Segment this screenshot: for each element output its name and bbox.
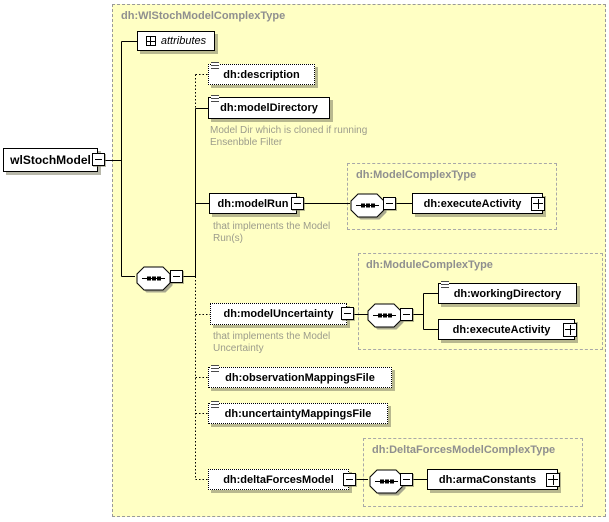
module-complex-type-title: dh:ModuleComplexType [366, 259, 493, 271]
element-label: wlStochModel [10, 153, 91, 167]
expand-plus-icon[interactable] [531, 196, 545, 211]
element-label: dh:workingDirectory [453, 287, 562, 300]
complex-type-title: dh:WlStochModelComplexType [121, 10, 286, 22]
text-content-icon [211, 62, 219, 70]
element-label: dh:modelDirectory [220, 102, 318, 114]
element-description[interactable]: dh:description [208, 62, 315, 85]
expand-plus-icon[interactable] [563, 322, 577, 337]
element-label: dh:executeActivity [423, 197, 522, 210]
element-label: dh:armaConstants [438, 473, 537, 486]
model-uncertainty-annotation: that implements the Model Uncertainty [213, 331, 331, 354]
text-content-icon [211, 401, 219, 409]
element-model-run[interactable]: dh:modelRun [209, 193, 304, 214]
element-label: dh:executeActivity [452, 323, 551, 336]
delta-forces-complex-type-panel [363, 438, 583, 507]
sequence-icon[interactable] [347, 190, 395, 220]
delta-forces-complex-type-title: dh:DeltaForcesModelComplexType [372, 444, 556, 456]
collapse-minus-icon[interactable] [343, 472, 356, 486]
element-model-uncertainty[interactable]: dh:modelUncertainty [210, 303, 354, 325]
collapse-minus-icon[interactable] [291, 196, 304, 210]
sequence-icon[interactable] [133, 263, 181, 293]
module-complex-type-panel [358, 253, 603, 350]
collapse-minus-icon[interactable] [92, 153, 105, 166]
sequence-collapse-minus-icon[interactable] [400, 473, 413, 486]
text-content-icon [441, 281, 449, 289]
element-wlstochmodel[interactable]: wlStochModel [3, 148, 105, 172]
element-working-directory[interactable]: dh:workingDirectory [438, 281, 577, 304]
element-label: dh:modelRun [217, 197, 289, 210]
text-content-icon [211, 95, 219, 103]
attributes-grid-icon [145, 36, 156, 46]
element-delta-forces-model[interactable]: dh:deltaForcesModel [208, 469, 356, 490]
element-uncertainty-mappings-file[interactable]: dh:uncertaintyMappingsFile [208, 401, 388, 424]
expand-plus-icon[interactable] [546, 472, 560, 487]
model-directory-annotation: Model Dir which is cloned if running Ens… [210, 125, 368, 148]
element-label: dh:uncertaintyMappingsFile [224, 407, 372, 420]
sequence-icon[interactable] [364, 300, 412, 330]
text-content-icon [211, 365, 219, 373]
element-execute-activity[interactable]: dh:executeActivity [438, 319, 577, 340]
attributes-label: attributes [160, 35, 207, 47]
sequence-collapse-minus-icon[interactable] [400, 308, 413, 321]
element-execute-activity[interactable]: dh:executeActivity [412, 193, 545, 214]
complex-type-panel [112, 4, 606, 517]
sequence-collapse-minus-icon[interactable] [170, 270, 183, 283]
sequence-collapse-minus-icon[interactable] [383, 197, 396, 210]
element-model-directory[interactable]: dh:modelDirectory [208, 95, 330, 119]
element-arma-constants[interactable]: dh:armaConstants [427, 469, 560, 490]
element-label: dh:deltaForcesModel [223, 473, 334, 486]
model-complex-type-title: dh:ModelComplexType [356, 169, 477, 181]
element-label: dh:description [223, 68, 300, 81]
element-label: dh:modelUncertainty [223, 308, 334, 320]
sequence-icon[interactable] [366, 466, 414, 496]
attributes-box[interactable]: attributes [137, 31, 215, 51]
model-run-annotation: that implements the Model Run(s) [213, 221, 331, 244]
element-observation-mappings-file[interactable]: dh:observationMappingsFile [208, 365, 392, 388]
element-label: dh:observationMappingsFile [225, 371, 375, 384]
model-complex-type-panel [347, 163, 557, 230]
collapse-minus-icon[interactable] [341, 307, 354, 320]
